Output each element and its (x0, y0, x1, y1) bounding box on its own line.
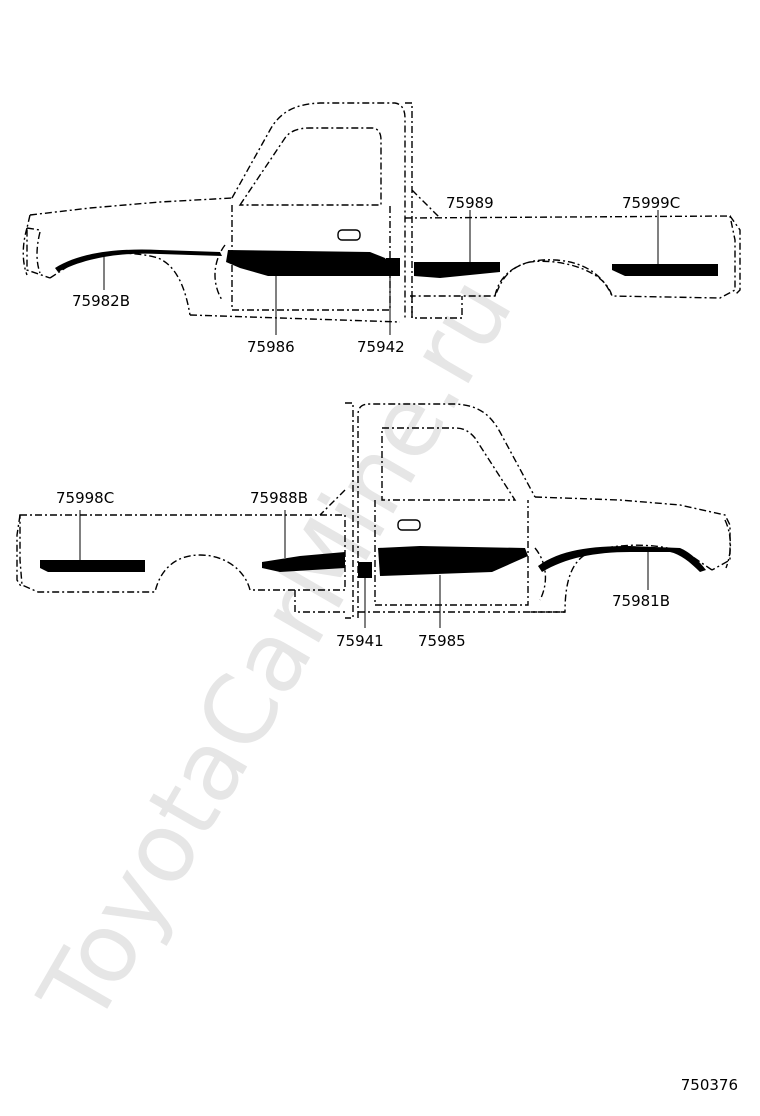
cab-outline-right (357, 403, 536, 618)
cab-door-right (374, 500, 529, 606)
bed-rear-wheel-arch (494, 259, 613, 297)
bed-tail (729, 215, 741, 296)
cab-lower (189, 244, 401, 323)
label-75998C: 75998C (56, 489, 114, 507)
truck-left-side-view: 75982B 75986 75942 75989 75999C (22, 102, 741, 356)
cab-door (231, 205, 391, 311)
stripe-75998C (40, 560, 145, 572)
bed-lower-right (294, 590, 345, 613)
label-75985: 75985 (418, 632, 466, 650)
label-75999C: 75999C (622, 194, 680, 212)
cab-window (238, 127, 382, 206)
cab-lower-right (358, 547, 565, 613)
cab-outline (231, 102, 406, 320)
stripe-75985 (378, 546, 528, 576)
stripe-75989 (414, 262, 500, 278)
front-hood-outline (26, 197, 233, 279)
stripe-75942 (386, 258, 400, 276)
stripe-75982B (55, 249, 222, 272)
front-bumper-outline (22, 227, 41, 276)
label-75941: 75941 (336, 632, 384, 650)
label-75986: 75986 (247, 338, 295, 356)
label-75982B: 75982B (72, 292, 130, 310)
diagram-id: 750376 (680, 1076, 738, 1094)
stripe-75999C (612, 264, 718, 276)
bed-tail-right (16, 514, 23, 589)
stripe-75941 (358, 562, 372, 578)
bed-outline-right (19, 514, 346, 593)
label-75988B: 75988B (250, 489, 308, 507)
bed-front-post (405, 102, 441, 320)
cab-window-right (381, 427, 517, 501)
bed-outline (404, 215, 736, 299)
stripe-75981B (538, 546, 706, 572)
label-75942: 75942 (357, 338, 405, 356)
bed-lower (411, 296, 463, 319)
front-bumper-right (724, 519, 732, 569)
door-handle-right (397, 519, 421, 531)
watermark: ToyotaCarMine.ru (17, 259, 534, 1042)
stripe-75986 (226, 250, 395, 276)
door-handle (337, 229, 361, 241)
bed-front-post-right (319, 402, 354, 619)
front-hood-outline-right (534, 496, 731, 571)
stripe-75988B (262, 552, 345, 572)
label-75981B: 75981B (612, 592, 670, 610)
label-75989: 75989 (446, 194, 494, 212)
truck-right-side-view: 75998C 75988B 75941 75985 75981B (16, 402, 732, 650)
